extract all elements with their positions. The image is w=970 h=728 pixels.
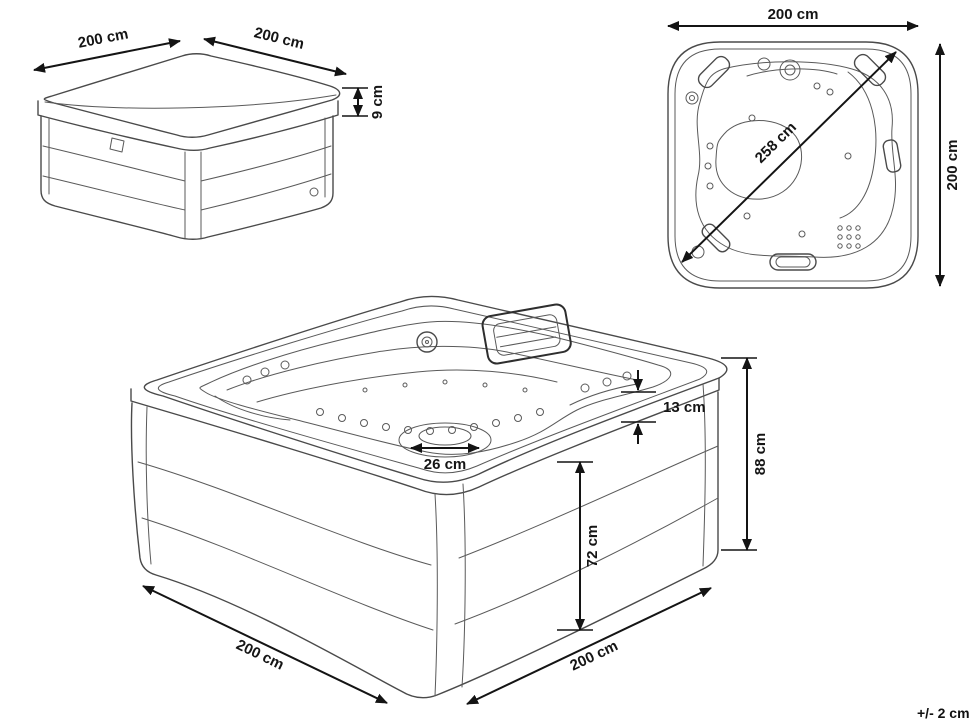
dim-base-right: 200 cm [466,587,712,705]
cover-side-band [37,100,339,151]
cabinet-siding-lines [42,145,332,211]
center-jet [416,331,438,353]
tub-opening [199,320,671,455]
footwell-mound-outer [398,422,492,458]
dim-label-footwell-width: 26 cm [424,456,467,473]
dim-label-plan-diagonal: 258 cm [752,119,800,167]
cover-top-face [43,53,341,138]
dim-plan-width: 200 cm [667,6,919,31]
headrest-top-left [697,55,731,89]
dim-ticks-rim-depth [621,391,656,423]
cabinet-vent [309,187,319,197]
dim-label-rim-depth: 13 cm [663,399,706,416]
seat-contour-1 [226,345,638,391]
perspective-drawing [130,295,728,699]
dim-label-cover-thickness: 9 cm [369,85,386,119]
dim-arrow-cover-left [33,38,181,73]
dim-arrow-base-left [142,585,388,704]
dim-label-plan-depth: 200 cm [944,140,961,191]
dim-arrow-base-right [466,587,712,705]
covered-spa-drawing [37,53,341,240]
cover-fold-seam [44,94,337,109]
dim-arrow-cover-right [203,36,347,77]
dim-cover-right-edge: 200 cm [203,24,347,77]
dim-label-cover-right: 200 cm [252,24,305,53]
dim-panel-height: 72 cm [557,461,601,631]
dim-label-panel-height: 72 cm [584,525,601,568]
tolerance-note: +/- 2 cm [917,705,970,721]
perspective-view: 26 cm 13 cm 88 cm 72 cm 200 cm 200 cm [130,295,769,705]
rim-outer [143,295,728,483]
rim-inner [158,305,708,474]
dim-rim-depth: 13 cm [621,370,706,444]
headrest-pillow [481,303,572,365]
plan-view: 200 cm 200 cm 258 cm [667,6,961,289]
plan-seat-contour [695,61,896,258]
plan-jets [704,82,861,249]
cover-strap-clip [109,137,125,153]
cabinet-outline [130,391,719,699]
dim-plan-depth: 200 cm [935,43,961,287]
cabinet-corner-trims [48,117,326,239]
dim-cover-thickness: 9 cm [342,85,386,119]
cabinet-siding-lines [137,445,719,631]
wall-jets [242,360,632,435]
dim-total-height: 88 cm [721,357,769,551]
headrest-bottom-left [701,223,731,253]
headrest-top-right [853,53,887,87]
dim-label-plan-width: 200 cm [768,6,819,23]
plan-inner-rim [674,48,912,282]
dim-footwell-width: 26 cm [410,443,480,473]
dim-label-total-height: 88 cm [752,433,769,476]
dim-label-cover-left: 200 cm [77,25,130,51]
seat-contour-3 [214,383,638,421]
cabinet-outline [40,115,334,240]
rim-front-band [130,377,720,496]
seat-contour-2 [256,369,558,403]
plan-drawing [667,41,919,289]
covered-spa-view: 200 cm 200 cm 9 cm [33,24,386,240]
dim-arrow-plan-diagonal [681,51,897,263]
dim-ticks-cover-thickness [342,87,368,117]
cabinet-corner-trims [145,383,706,697]
plan-lounger-contour [839,71,877,219]
plan-outer-shell [667,41,919,289]
dim-base-left: 200 cm [142,585,388,704]
